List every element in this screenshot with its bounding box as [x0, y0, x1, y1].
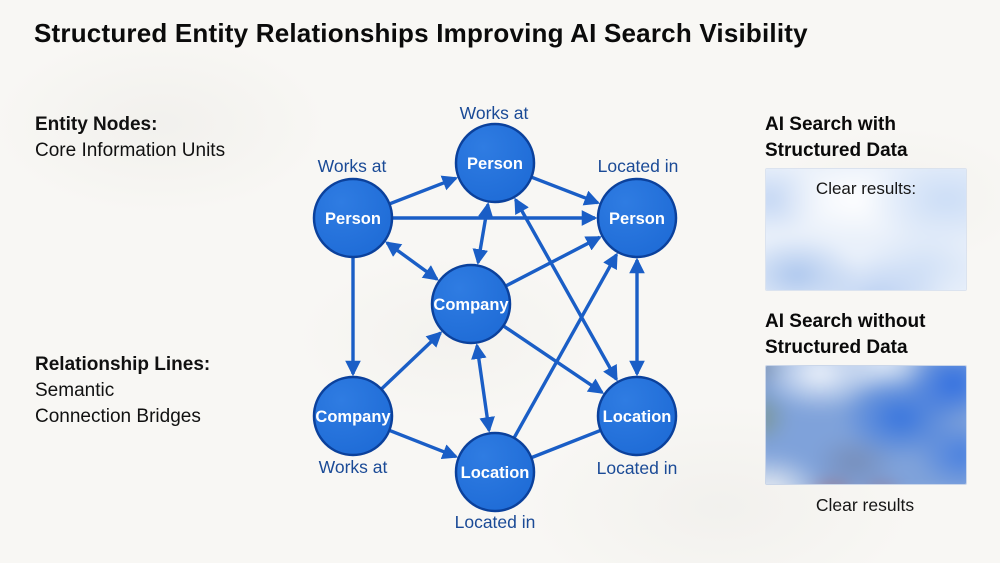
node-label-location-right: Location — [603, 408, 672, 426]
edge-label-2: Located in — [598, 156, 679, 176]
edge-location-bottom-to-person-right — [493, 252, 618, 473]
edge-label-4: Located in — [597, 458, 678, 478]
relationship-lines-heading: Relationship Lines: — [35, 354, 211, 375]
clear-results-caption-without: Clear results — [815, 495, 915, 515]
edge-label-5: Located in — [455, 512, 536, 532]
edge-label-1: Works at — [318, 156, 387, 176]
blurred-light-results-image — [766, 169, 966, 290]
entity-nodes-description: Core Information Units — [35, 140, 226, 161]
page-title: Structured Entity Relationships Improvin… — [34, 18, 808, 48]
entity-nodes-annotation: Entity Nodes: Core Information Units — [35, 112, 225, 164]
search-result-image-with-structured-data: Clear results: — [765, 168, 967, 291]
edge-person-top-to-location-right — [514, 197, 618, 382]
node-label-location-bottom: Location — [461, 464, 530, 482]
edge-label-0: Works at — [460, 103, 529, 123]
entity-nodes-heading: Entity Nodes: — [35, 114, 158, 135]
relationship-lines-annotation: Relationship Lines: Semantic Connection … — [35, 352, 210, 430]
node-label-company-center: Company — [433, 296, 509, 314]
edge-label-3: Works at — [319, 457, 388, 477]
edge-person-left-to-company-center — [385, 241, 439, 281]
search-result-image-without-structured-data — [765, 365, 967, 485]
node-label-company-bottom: Company — [315, 408, 391, 426]
ai-search-without-heading: AI Search without Structured Data — [765, 311, 926, 358]
ai-search-with-heading: AI Search with Structured Data — [765, 114, 908, 161]
node-label-person-left: Person — [325, 210, 381, 228]
node-company-center — [430, 263, 512, 345]
node-person-right — [596, 177, 678, 259]
relationship-lines-description-2: Connection Bridges — [35, 406, 201, 427]
node-label-person-top: Person — [467, 155, 523, 173]
edge-person-top-to-company-center — [472, 202, 494, 265]
node-company-bottom — [312, 375, 394, 457]
node-location-right — [596, 375, 678, 457]
edge-labels-layer: Works at Works at Located in Works at Locate… — [318, 103, 679, 532]
edge-company-center-to-location-bottom — [471, 343, 495, 433]
relationship-lines-description-1: Semantic — [35, 380, 115, 401]
node-location-bottom — [454, 431, 536, 513]
node-person-left — [312, 177, 394, 259]
blurred-heavy-results-image — [766, 366, 966, 484]
node-label-person-right: Person — [609, 210, 665, 228]
clear-results-caption-with: Clear results: — [815, 179, 917, 198]
node-person-top — [454, 122, 536, 204]
